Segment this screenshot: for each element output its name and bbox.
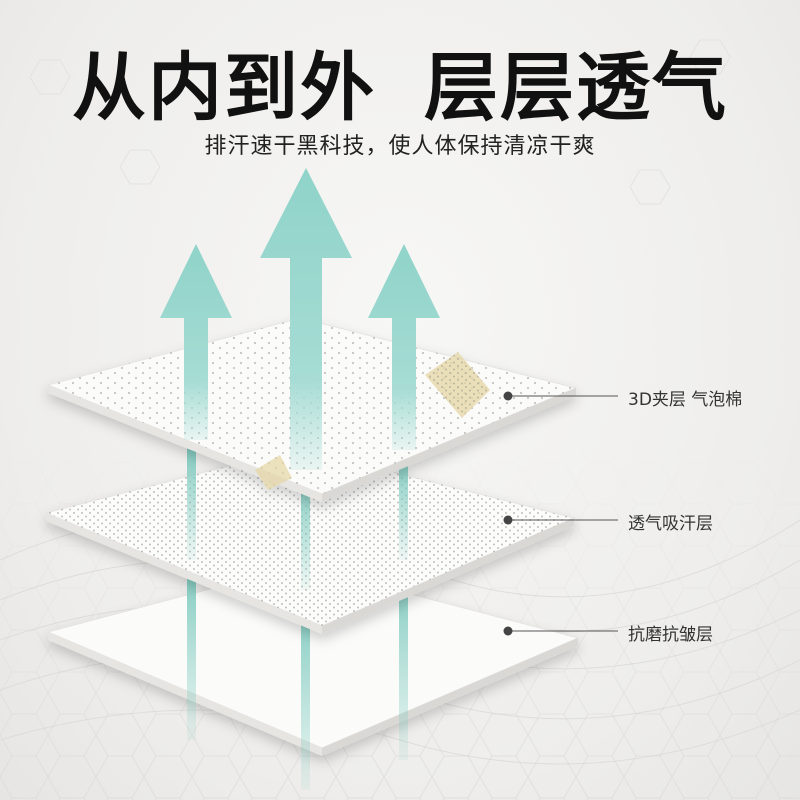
layer-label-middle: 透气吸汗层 [628,514,713,534]
subtitle: 排汗速干黑科技，使人体保持清凉干爽 [204,134,596,159]
up-arrow-icon-right [368,244,440,450]
page-title: 从内到外层层透气 [0,28,800,135]
bullet-dot-icon [503,391,513,401]
bullet-dot-icon [503,515,513,525]
bullet-dot-icon [503,626,513,636]
title-part-1: 从内到外 [72,45,376,131]
layer-label-bottom: 抗磨抗皱层 [628,625,713,645]
title-part-2: 层层透气 [424,45,728,131]
bullet-dot-icons [503,391,513,636]
layer-label-top: 3D夹层 气泡棉 [628,390,743,410]
layer-bottom [46,564,580,756]
up-arrow-icon-left [160,244,232,440]
up-arrow-icon-center [260,168,352,470]
leader-lines [508,395,618,632]
arrow-stems-lower [187,560,408,790]
arrow-stems-middle [187,440,408,590]
